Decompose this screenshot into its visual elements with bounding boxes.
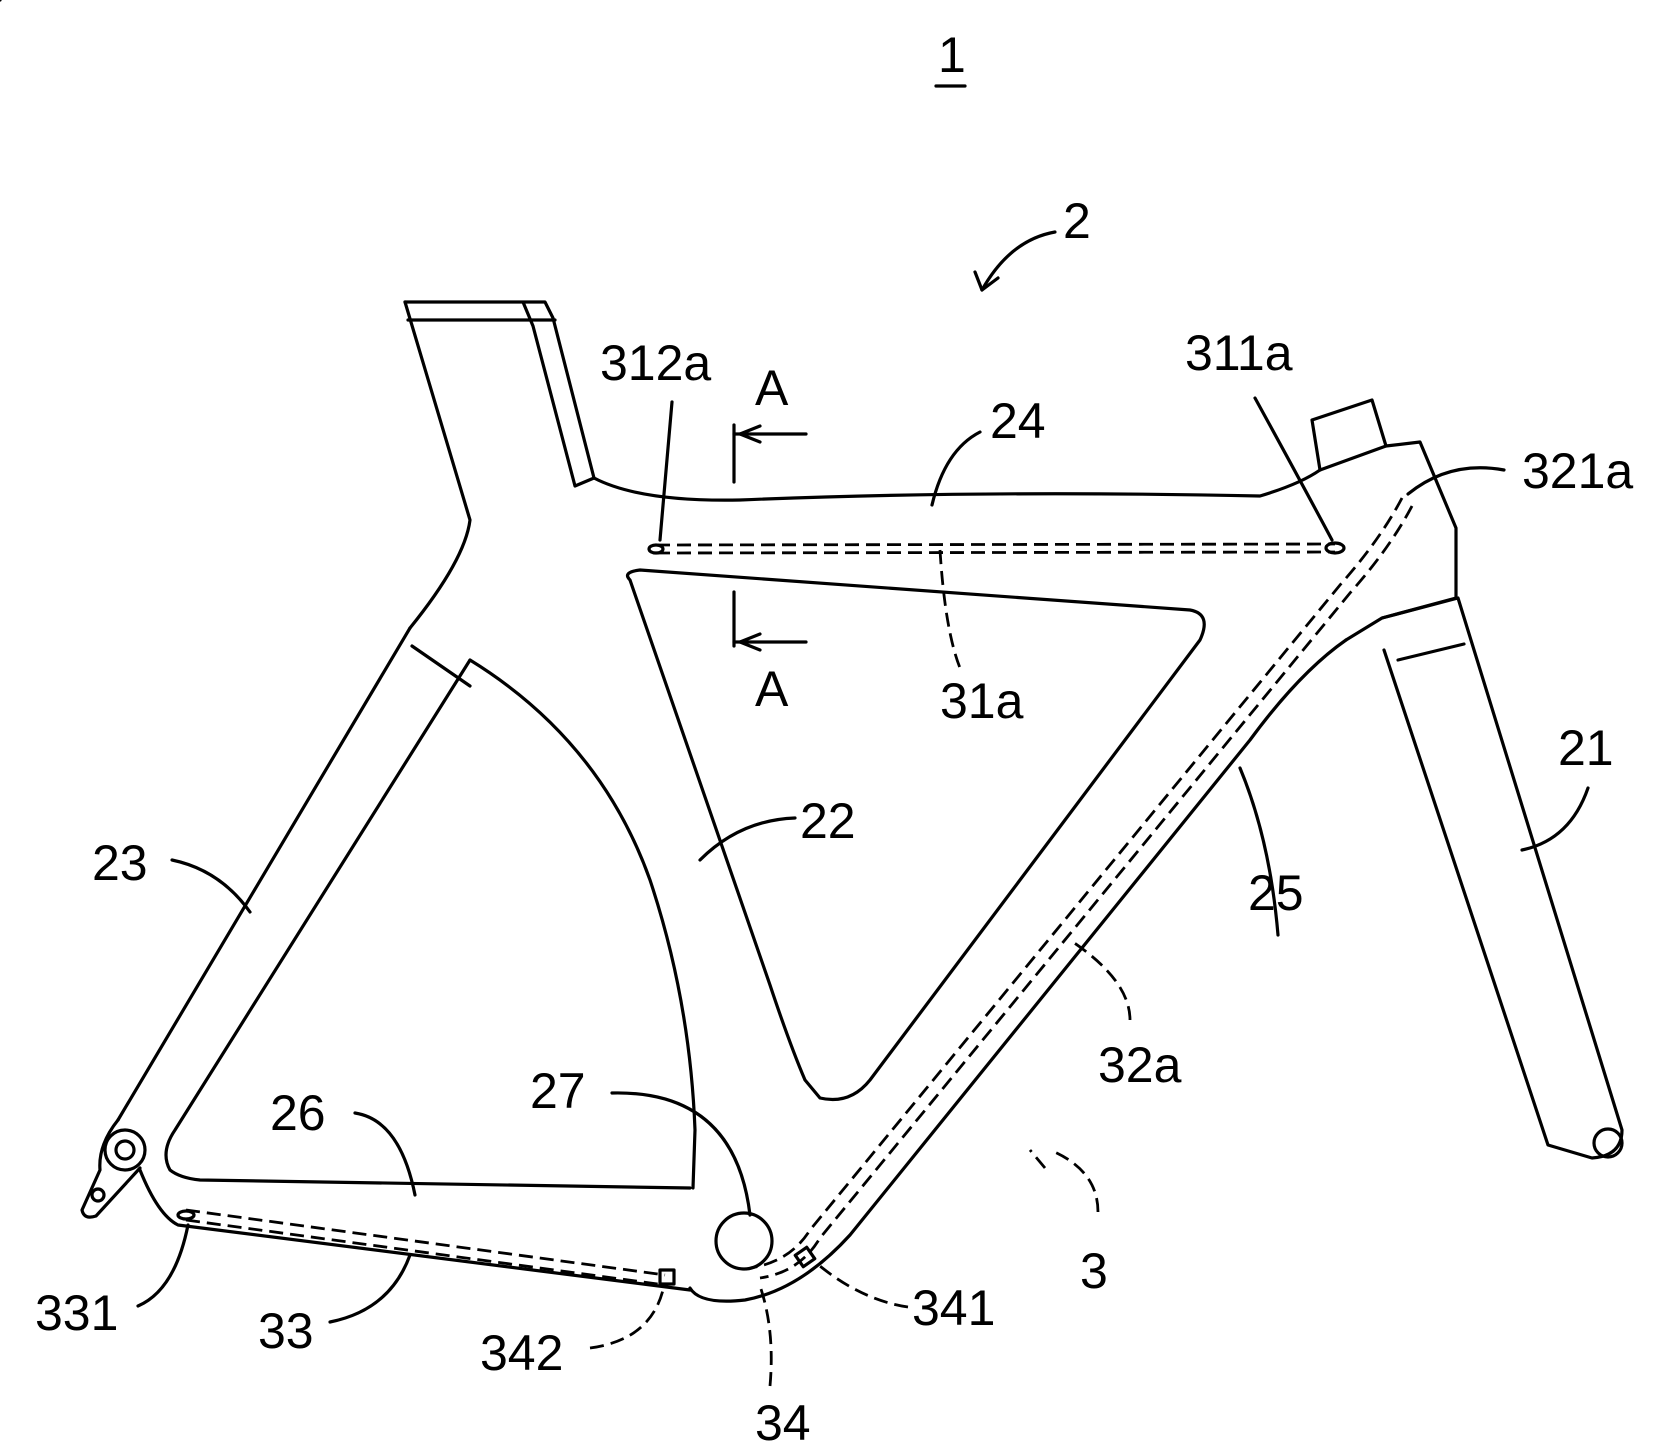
seat-stay-band — [410, 644, 472, 688]
reference-labels: 2 312a 311a 24 321a 31a 21 22 23 25 32a … — [35, 193, 1633, 1449]
top-channel-front-end — [1324, 541, 1346, 555]
label-top-channel: 31a — [940, 673, 1024, 729]
bottom-bracket — [714, 1211, 774, 1271]
label-connector-front: 341 — [912, 1280, 995, 1336]
label-chain-stay: 26 — [270, 1085, 326, 1141]
down-channel — [749, 497, 1404, 1270]
rear-axle-inner — [114, 1139, 136, 1161]
section-cut-marks: A A — [732, 360, 808, 717]
label-cable-system: 3 — [1080, 1243, 1108, 1299]
fork — [1380, 596, 1624, 1160]
head-tube — [1318, 440, 1458, 642]
label-connector-rear: 342 — [480, 1325, 563, 1381]
label-fork: 21 — [1558, 720, 1614, 776]
label-top-channel-rear: 312a — [600, 335, 711, 391]
connector-front — [793, 1245, 817, 1269]
label-chain-channel-end: 331 — [35, 1285, 118, 1341]
rear-axle-outer — [103, 1128, 147, 1172]
connector-rear — [658, 1268, 676, 1286]
chain-channel — [185, 1208, 666, 1277]
seat-stay-inner — [164, 658, 692, 1190]
label-down-channel: 32a — [1098, 1037, 1182, 1093]
fork-dropout — [1592, 1127, 1624, 1159]
label-connector: 34 — [755, 1395, 811, 1449]
leader-lines — [136, 230, 1590, 1387]
rear-dropout — [80, 1118, 142, 1219]
figure-number-label: 1 — [938, 27, 966, 83]
inner-front-triangle — [626, 568, 1206, 1102]
seat-tube-rear-arc — [468, 658, 697, 1190]
chain-stay-lower — [138, 1168, 692, 1292]
stem — [1310, 398, 1388, 472]
down-tube-lower-edge — [688, 638, 1348, 1303]
frame-outline — [0, 0, 1624, 1303]
seat-stay-outer — [116, 626, 412, 1122]
label-down-tube: 25 — [1248, 865, 1304, 921]
top-channel — [655, 542, 1336, 547]
section-mark-top: A — [755, 360, 789, 416]
label-top-tube: 24 — [990, 393, 1046, 449]
label-frame: 2 — [1063, 193, 1091, 249]
label-bottom-bracket: 27 — [530, 1063, 586, 1119]
fork-band — [1396, 642, 1466, 662]
label-down-channel-front: 321a — [1522, 443, 1633, 499]
cable-channels — [176, 497, 1414, 1287]
label-top-channel-front: 311a — [1185, 325, 1293, 381]
seat-post-left-edge — [403, 300, 472, 630]
label-seat-tube: 22 — [800, 793, 856, 849]
chain-channel-end — [176, 1209, 196, 1221]
top-channel-rear-end — [647, 543, 665, 555]
label-seat-stay: 23 — [92, 835, 148, 891]
top-tube-top-edge — [592, 468, 1322, 502]
dropout-hole — [90, 1187, 106, 1203]
label-chain-channel: 33 — [258, 1303, 314, 1359]
section-mark-bottom: A — [755, 661, 789, 717]
